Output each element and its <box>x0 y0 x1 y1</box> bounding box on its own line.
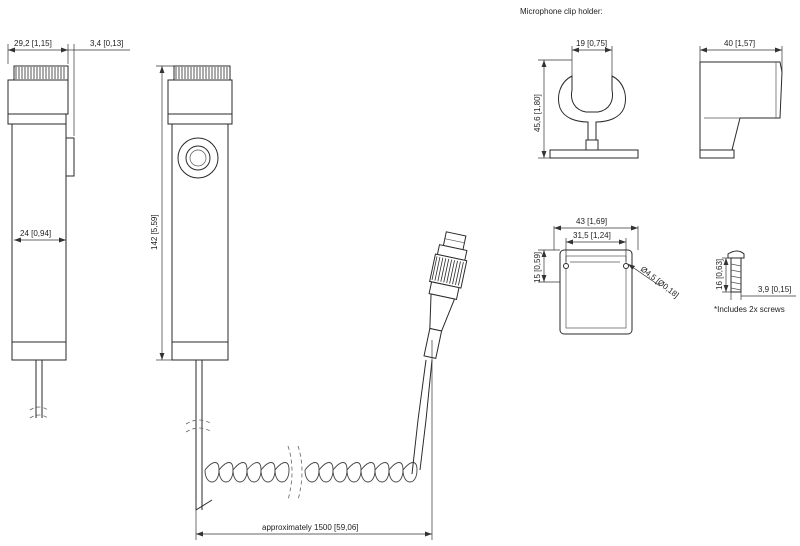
screw-diameter-label: 3,9 [0,15] <box>758 285 791 294</box>
front-view-knurl <box>175 67 228 79</box>
body-width-label: 24 [0,94] <box>20 229 51 238</box>
mounting-hole-right <box>623 263 629 269</box>
clip-side-height-label: 15 [0,59] <box>533 252 542 283</box>
coiled-cable <box>195 359 433 511</box>
clip-top-dimensions <box>538 225 661 287</box>
screw-dimensions <box>722 257 796 300</box>
side-view-dimensions <box>7 44 130 243</box>
clip-side-dimensions <box>699 46 783 72</box>
clip-holder-top-view <box>559 249 633 335</box>
side-view-knurl <box>15 67 65 79</box>
mic-length-dimension <box>156 65 174 361</box>
cable-length-label: approximately 1500 [59,06] <box>262 523 359 532</box>
button-protrusion-label: 3,4 [0,13] <box>90 39 123 48</box>
ptt-button-inner <box>185 145 211 171</box>
clip-hole-spacing-label: 31,5 [1,24] <box>573 231 611 240</box>
clip-front-dimensions <box>538 46 613 159</box>
cable-connector <box>423 231 468 359</box>
clip-depth-label: 40 [1,57] <box>724 39 755 48</box>
mic-width-label: 29,2 [1,15] <box>14 39 52 48</box>
clip-holder-section-title: Microphone clip holder: <box>520 7 603 16</box>
clip-holder-side-view <box>699 61 783 159</box>
microphone-front-view <box>167 65 233 433</box>
clip-opening-label: 19 [0,75] <box>576 39 607 48</box>
cable-length-dimension <box>195 340 433 540</box>
hole-diameter-label: Ø4,5 [Ø0,18] <box>639 264 681 299</box>
screws-note: *Includes 2x screws <box>714 305 785 314</box>
mounting-screw <box>727 250 745 293</box>
clip-height-label: 45,6 [1,80] <box>533 94 542 132</box>
screw-length-label: 16 [0,63] <box>715 259 724 290</box>
clip-overall-width-label: 43 [1,69] <box>576 217 607 226</box>
clip-holder-front-view <box>549 75 639 159</box>
mic-length-label: 142 [5,59] <box>150 214 159 250</box>
microphone-side-view <box>7 65 75 419</box>
mounting-hole-left <box>563 263 569 269</box>
